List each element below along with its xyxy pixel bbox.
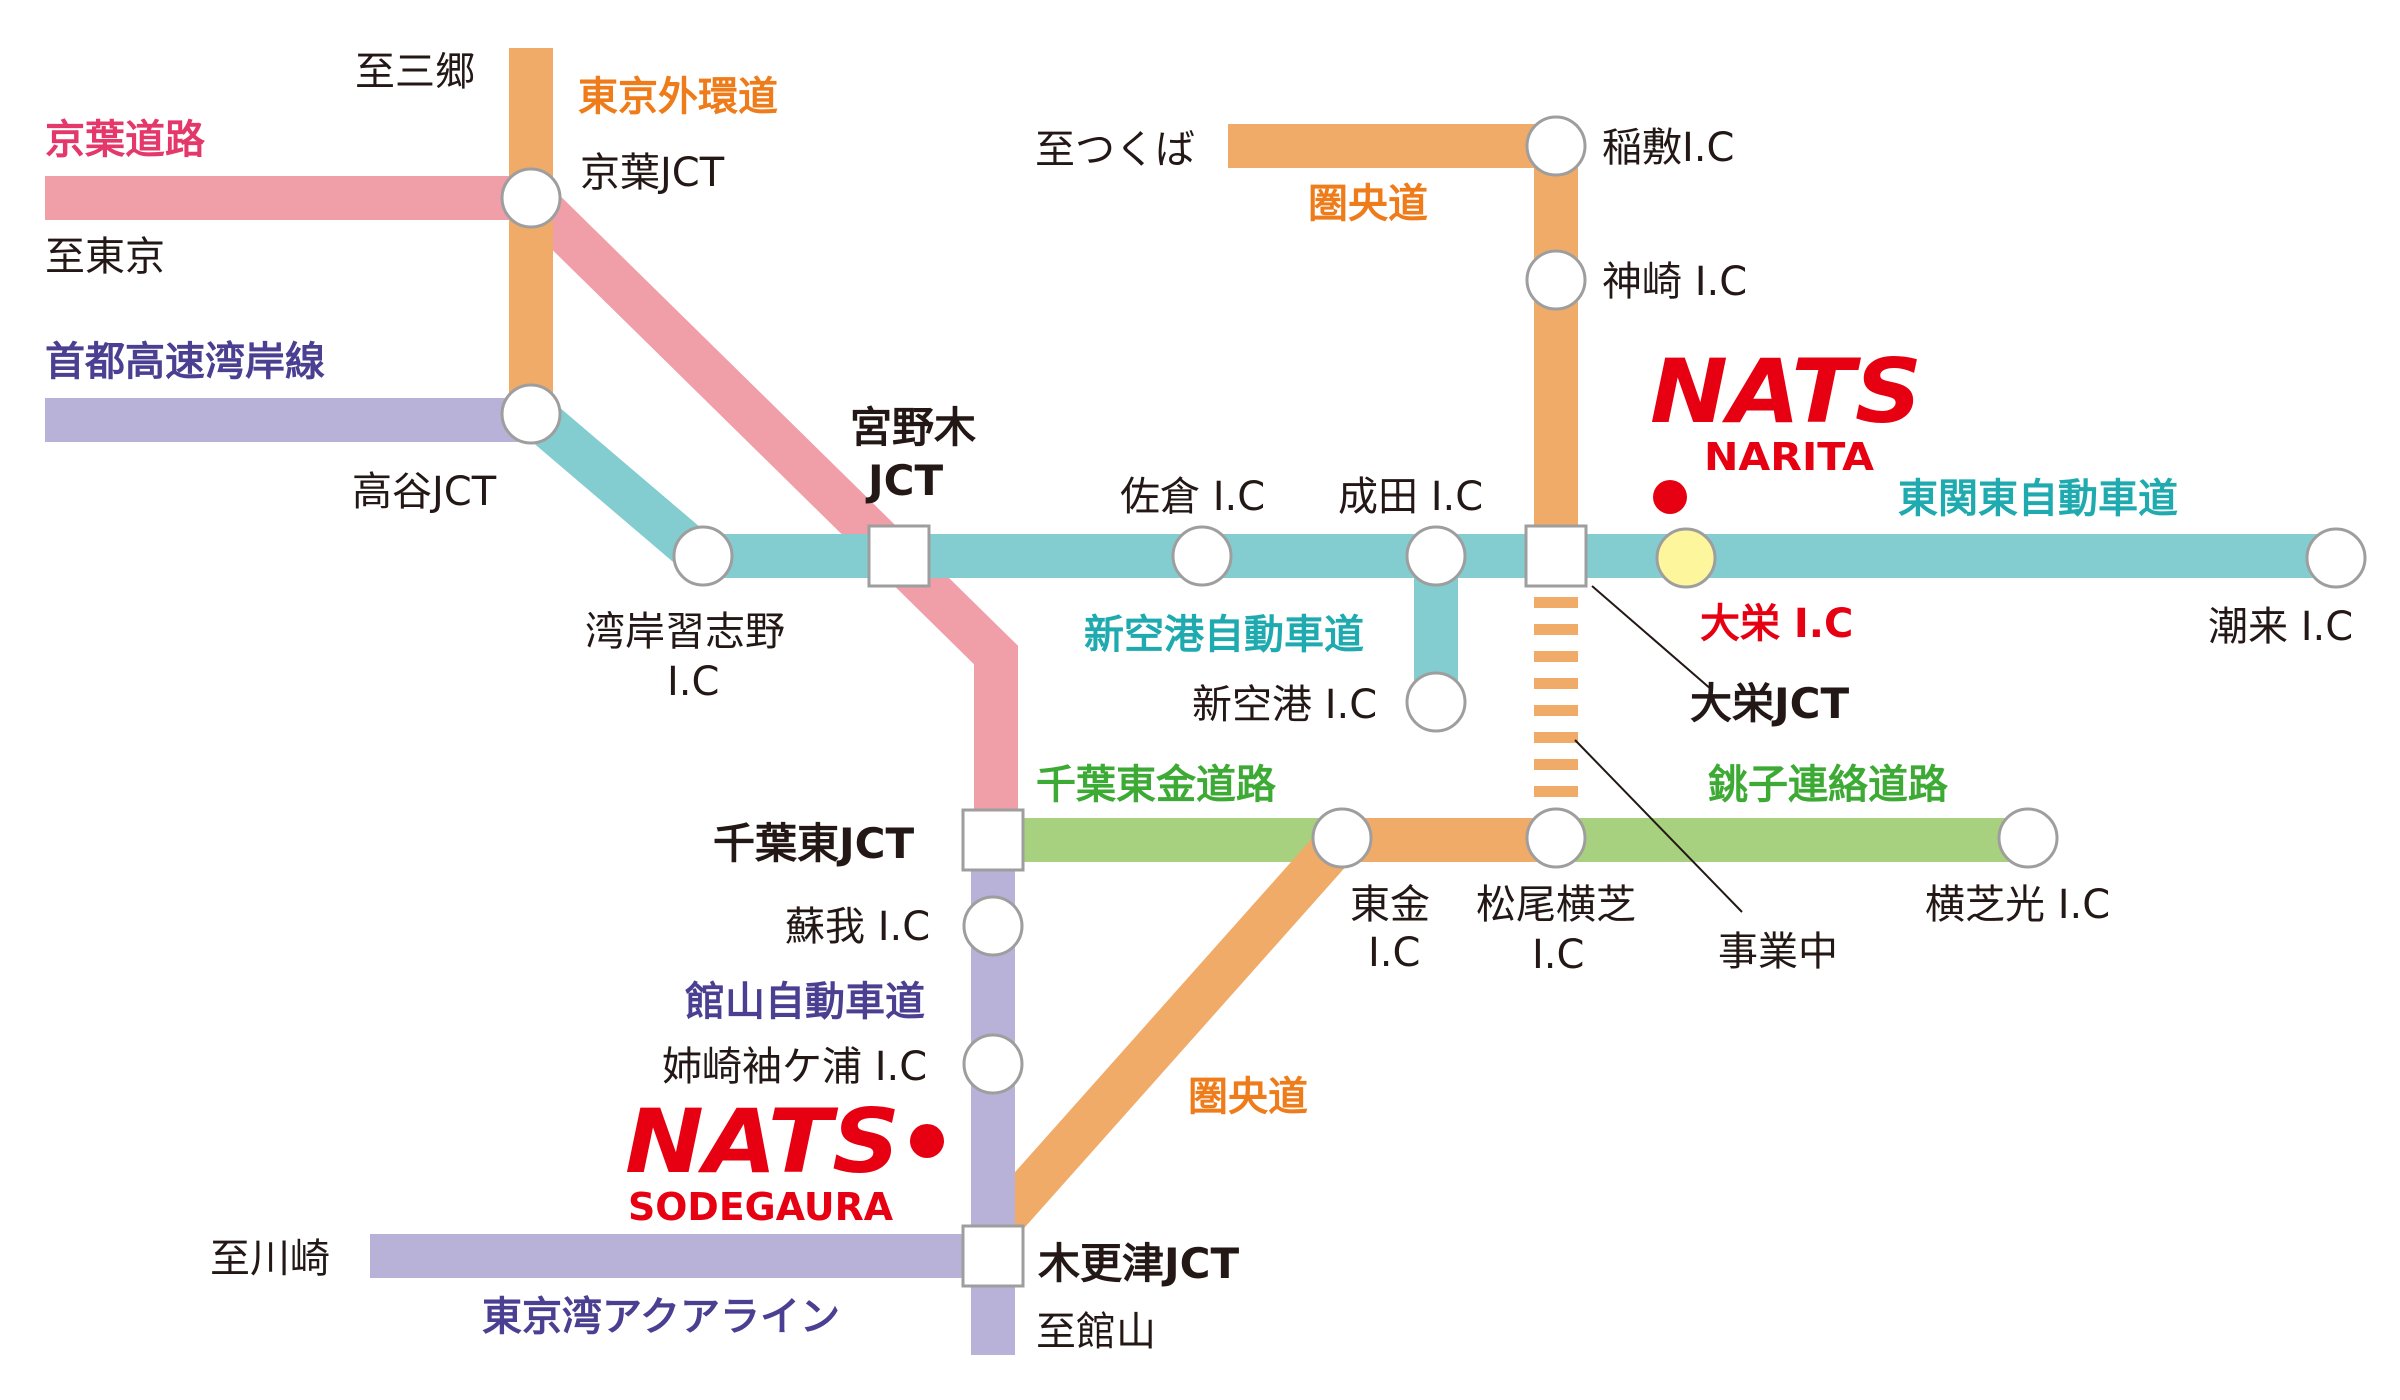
- dest-tateyama: 至館山: [1036, 1309, 1156, 1355]
- anesaki-ic-marker: [962, 1033, 1024, 1095]
- label-inashiki: 稲敷I.C: [1602, 125, 1734, 171]
- label-takaya-jct: 高谷JCT: [352, 469, 497, 515]
- road-name-shuto-wangan: 首都高速湾岸線: [45, 339, 325, 385]
- nats-narita-sub: NARITA: [1704, 435, 1875, 479]
- takaya-jct-marker: [500, 383, 562, 445]
- inashiki-ic-marker: [1525, 115, 1587, 177]
- label-matsuo-2: I.C: [1532, 932, 1584, 978]
- road-name-ken-o-north: 圏央道: [1308, 181, 1428, 227]
- nats-sodegaura-sub: SODEGAURA: [628, 1185, 894, 1229]
- nats-sodegaura-brand: NATS: [625, 1090, 900, 1193]
- soga-ic-marker: [962, 895, 1024, 957]
- taiei-ic-marker: [1655, 527, 1717, 589]
- chibahigashi-jct-marker: [961, 808, 1025, 872]
- label-togane-2: I.C: [1368, 930, 1420, 976]
- nats-narita-logo: NATS NARITA: [1650, 340, 1922, 479]
- yokoshibahikari-ic-marker: [1997, 807, 2059, 869]
- nats-sodegaura-dot: [910, 1124, 944, 1158]
- label-wangan-2: I.C: [667, 659, 719, 705]
- label-yokoshibahikari: 横芝光 I.C: [1925, 882, 2110, 928]
- keiyo-jct-marker: [500, 167, 562, 229]
- dest-tokyo: 至東京: [45, 234, 165, 280]
- road-name-higashi-kanto: 東関東自動車道: [1898, 476, 2178, 522]
- itako-ic-marker: [2305, 527, 2367, 589]
- label-kozaki: 神崎 I.C: [1602, 259, 1747, 305]
- road-name-tateyama: 館山自動車道: [685, 979, 925, 1025]
- nats-narita-dot: [1653, 480, 1687, 514]
- label-under-construction: 事業中: [1718, 929, 1838, 975]
- taiei-jct-leader: [1591, 585, 1713, 691]
- label-kisarazu-jct: 木更津JCT: [1038, 1239, 1239, 1288]
- label-shinkuko: 新空港 I.C: [1192, 682, 1377, 728]
- label-togane-1: 東金: [1350, 882, 1430, 928]
- label-taiei-ic: 大栄 I.C: [1700, 601, 1853, 647]
- taiei-jct-marker: [1524, 524, 1588, 588]
- dest-kawasaki: 至川崎: [210, 1236, 330, 1282]
- shinkuko-ic-marker: [1405, 671, 1467, 733]
- label-wangan-1: 湾岸習志野: [585, 609, 785, 655]
- label-miyanogi-1: 宮野木: [850, 403, 976, 452]
- label-chibahigashi-jct: 千葉東JCT: [713, 819, 914, 868]
- narita-ic-marker: [1405, 525, 1467, 587]
- label-itako: 潮来 I.C: [2208, 604, 2353, 650]
- nats-narita-brand: NATS: [1650, 340, 1922, 443]
- road-name-keiyo: 京葉道路: [45, 117, 206, 163]
- road-name-aqualine: 東京湾アクアライン: [482, 1294, 840, 1340]
- wangan-narashino-ic-marker: [672, 525, 734, 587]
- miyanogi-jct-marker: [867, 524, 931, 588]
- road-name-choshi: 銚子連絡道路: [1708, 762, 1949, 808]
- nats-sodegaura-logo: NATS SODEGAURA: [625, 1090, 900, 1229]
- keiyo-road-line: [45, 176, 1018, 840]
- dest-misato: 至三郷: [355, 49, 475, 95]
- matsuo-ic-marker: [1525, 807, 1587, 869]
- label-matsuo-1: 松尾横芝: [1476, 882, 1636, 928]
- road-name-chiba-togane: 千葉東金道路: [1036, 762, 1277, 808]
- label-narita: 成田 I.C: [1338, 474, 1483, 520]
- togane-ic-marker: [1311, 807, 1373, 869]
- construction-leader: [1574, 739, 1743, 913]
- kozaki-ic-marker: [1525, 249, 1587, 311]
- road-name-shin-kuko: 新空港自動車道: [1084, 612, 1364, 658]
- label-anesaki: 姉崎袖ケ浦 I.C: [662, 1044, 927, 1090]
- label-keiyo-jct: 京葉JCT: [580, 150, 725, 196]
- dest-tsukuba: 至つくば: [1035, 127, 1195, 173]
- label-taiei-jct: 大栄JCT: [1690, 679, 1849, 728]
- ken-o-south-line: [976, 818, 1556, 1245]
- label-soga: 蘇我 I.C: [785, 904, 930, 950]
- sakura-ic-marker: [1171, 525, 1233, 587]
- label-miyanogi-2: JCT: [865, 456, 943, 505]
- label-sakura: 佐倉 I.C: [1120, 474, 1265, 520]
- kisarazu-jct-marker: [961, 1224, 1025, 1288]
- road-name-tokyo-gaikan: 東京外環道: [578, 74, 778, 120]
- road-name-ken-o-south: 圏央道: [1188, 1074, 1308, 1120]
